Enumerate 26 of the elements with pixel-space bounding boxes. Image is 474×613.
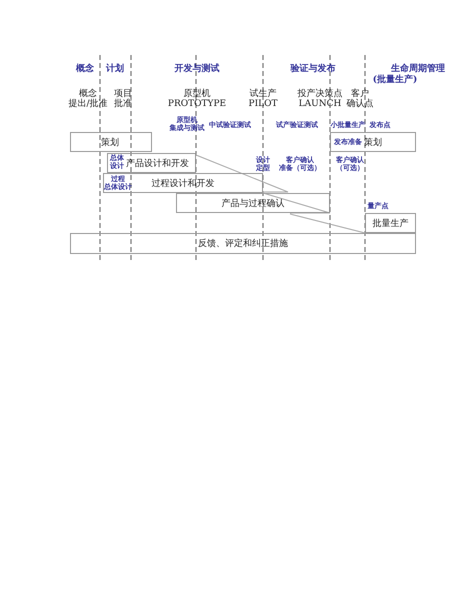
stage-label: 开发与测试 [174,64,220,74]
stage-label: 投产决策点 LAUNCH [298,89,342,110]
stage-label: 客户确认点 [346,89,374,110]
phase-box [70,233,416,254]
stage-label: 计划 [106,64,124,74]
phase-box [107,153,196,173]
box-label: 产品与过程确认 [222,198,284,210]
box-label: 批量生产 [372,218,408,230]
stage-label: 项目批准 [114,89,132,110]
box-label: 过程设计和开发 [152,178,214,190]
stage-label: 生命周期管理 [391,64,445,74]
box-label: 反馈、评定和纠正措施 [198,238,288,250]
stage-label: (批量生产) [372,75,418,86]
phase-box [103,173,263,193]
phase-box [70,132,152,152]
stage-label: 原型机 PROTOTYPE [168,89,226,110]
stage-label: 验证与发布 [290,64,336,74]
stage-label: 概念 [76,64,94,74]
phase-box [330,132,416,152]
phase-box [365,213,416,233]
stage-label: 概念提出/批准 [68,89,108,110]
box-label: 策划 [364,136,382,148]
box-label: 策划 [101,136,119,148]
box-label: 产品设计和开发 [126,158,189,170]
phase-box [176,193,330,213]
stage-label: 试生产 PILOT [248,89,278,110]
